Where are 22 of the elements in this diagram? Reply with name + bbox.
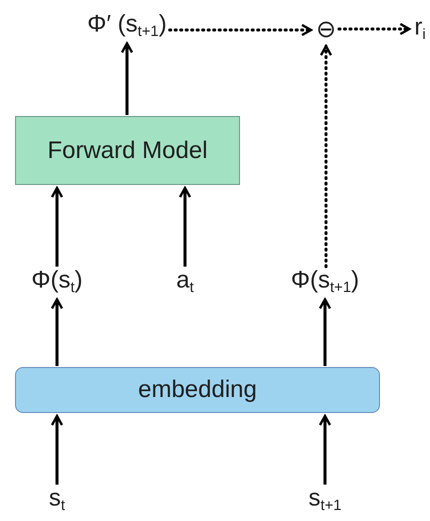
state-label: s$_{t+1}$ bbox=[308, 486, 342, 514]
arrow bbox=[318, 414, 332, 485]
process-box bbox=[15, 116, 240, 185]
subtract-symbol: ⊖ bbox=[316, 16, 336, 44]
box-label: Forward Model bbox=[47, 136, 208, 164]
dotted-arrow bbox=[338, 22, 411, 36]
process-box bbox=[15, 367, 380, 413]
dotted-arrow bbox=[168, 24, 312, 36]
feature-label: Φ(s$_{t}$) bbox=[31, 268, 83, 296]
arrow bbox=[50, 186, 64, 267]
arrow bbox=[120, 42, 134, 115]
output-label: Φ′ (s$_{t+1}$) bbox=[87, 12, 167, 40]
reward-label: r$_{i}$ bbox=[414, 14, 426, 44]
arrow bbox=[178, 186, 192, 267]
arrow bbox=[318, 298, 332, 366]
arrow bbox=[50, 414, 64, 485]
feature-label: Φ(s$_{t+1}$) bbox=[290, 268, 360, 296]
dotted-arrow bbox=[320, 44, 332, 268]
arrow bbox=[50, 298, 64, 366]
state-label: s$_{t}$ bbox=[48, 486, 66, 514]
action-label: a$_{t}$ bbox=[176, 268, 194, 296]
box-label: embedding bbox=[138, 376, 257, 404]
